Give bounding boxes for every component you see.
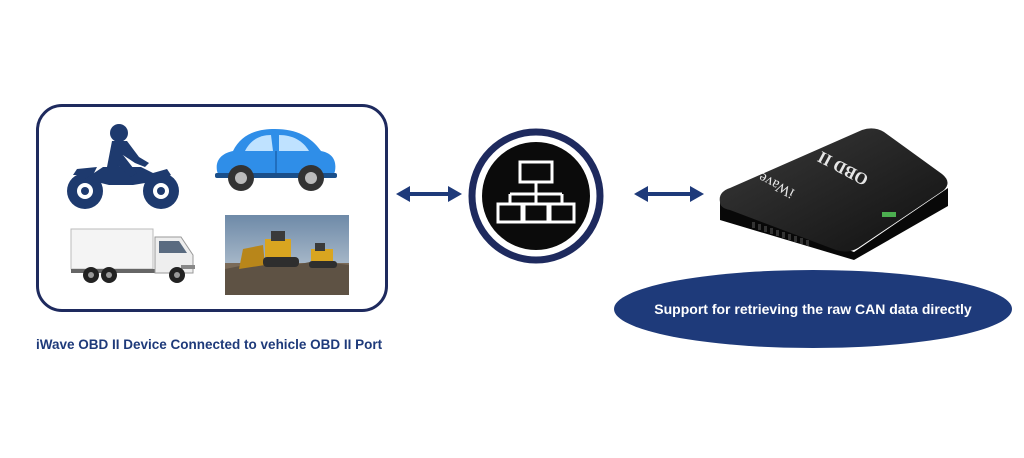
double-arrow-left-icon — [396, 186, 462, 202]
vehicles-panel — [36, 104, 388, 312]
info-text: Support for retrieving the raw CAN data … — [654, 300, 972, 317]
bulldozer-icon — [225, 215, 349, 295]
truck-icon — [70, 228, 195, 283]
car-icon — [215, 129, 337, 191]
obd-device-icon — [719, 128, 948, 260]
motorcycle-icon — [67, 124, 179, 209]
info-ellipse: Support for retrieving the raw CAN data … — [614, 270, 1012, 348]
double-arrow-right-icon — [634, 186, 704, 202]
network-hierarchy-icon — [468, 128, 604, 264]
vehicle-caption: iWave OBD II Device Connected to vehicle… — [36, 337, 383, 352]
